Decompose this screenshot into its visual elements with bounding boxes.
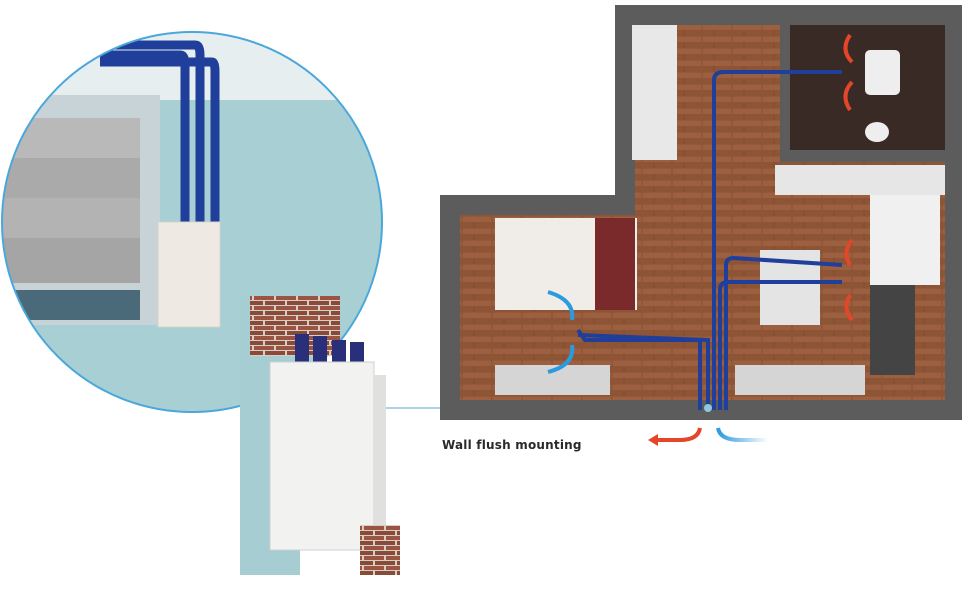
toilet	[865, 122, 889, 142]
sink	[865, 50, 900, 95]
wall-unit-closeup	[157, 221, 221, 328]
exhaust-arrow-icon	[655, 427, 702, 442]
airflow-arrows	[547, 33, 854, 374]
floor-plan	[440, 5, 962, 420]
ducts-floorplan	[576, 70, 843, 410]
supply-arrow-icon	[716, 427, 768, 442]
window-sill-living	[735, 365, 865, 395]
kitchen-counter	[775, 165, 945, 195]
caption-wall-flush-mounting: Wall flush mounting	[442, 438, 582, 452]
wardrobe	[632, 25, 677, 160]
roman-blind	[2, 118, 140, 320]
piano	[870, 285, 915, 375]
ducts-in-circle	[100, 40, 220, 225]
wall-unit-cutaway	[240, 295, 400, 575]
detail-circle-border	[1, 31, 383, 413]
